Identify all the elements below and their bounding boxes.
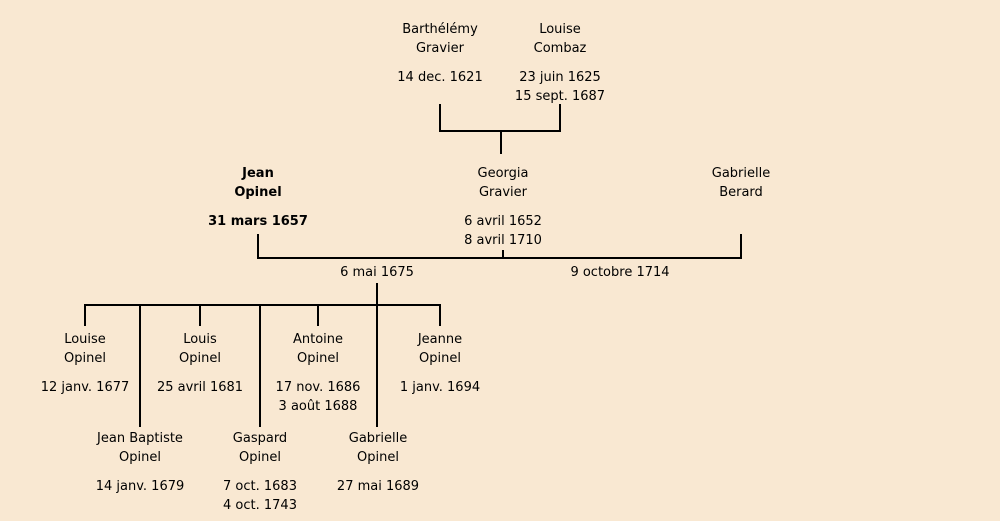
birth-date: 7 oct. 1683 (223, 479, 297, 494)
connector-drop-jeanne (439, 304, 441, 326)
person-antoine-opinel: Antoine Opinel 17 nov. 1686 3 août 1688 (276, 330, 361, 416)
connector-drop-jean-baptiste (139, 304, 141, 427)
given-name: Jeanne (417, 332, 463, 347)
person-barthelemy-gravier: Barthélémy Gravier 14 dec. 1621 (397, 20, 482, 87)
given-name: Antoine (292, 332, 344, 347)
birth-date: 14 dec. 1621 (397, 70, 483, 85)
given-name: Jean Baptiste (97, 431, 183, 446)
surname: Combaz (533, 41, 587, 56)
surname: Opinel (119, 450, 161, 465)
connector-top-couple-right (559, 104, 561, 132)
marriage-date-second: 9 octobre 1714 (570, 265, 670, 280)
given-name: Georgia (477, 166, 529, 181)
given-name: Jean (242, 166, 274, 181)
connector-jean-stub (257, 234, 259, 258)
surname: Opinel (239, 450, 281, 465)
person-georgia-gravier: Georgia Gravier 6 avril 1652 8 avril 171… (464, 164, 542, 250)
person-gaspard-opinel: Gaspard Opinel 7 oct. 1683 4 oct. 1743 (223, 429, 297, 515)
surname: Opinel (179, 351, 221, 366)
surname: Gravier (478, 185, 528, 200)
given-name: Gabrielle (348, 431, 408, 446)
death-date: 3 août 1688 (278, 399, 358, 414)
connector-top-couple-left (439, 104, 441, 132)
person-gabrielle-opinel: Gabrielle Opinel 27 mai 1689 (337, 429, 419, 496)
connector-drop-antoine (317, 304, 319, 326)
birth-date: 1 janv. 1694 (399, 380, 481, 395)
surname: Opinel (419, 351, 461, 366)
marriage-date-first: 6 mai 1675 (340, 265, 414, 280)
death-date: 15 sept. 1687 (514, 89, 606, 104)
surname: Berard (719, 185, 763, 200)
person-jean-baptiste-opinel: Jean Baptiste Opinel 14 janv. 1679 (96, 429, 185, 496)
surname: Opinel (357, 450, 399, 465)
connector-gabrielle-berard-stub (740, 234, 742, 258)
birth-date: 31 mars 1657 (208, 214, 308, 229)
person-jean-opinel: Jean Opinel 31 mars 1657 (208, 164, 308, 231)
connector-children-bar (84, 304, 441, 306)
surname: Gravier (415, 41, 465, 56)
given-name: Louise (539, 22, 581, 37)
connector-marriage-drop (376, 283, 378, 306)
connector-drop-louise (84, 304, 86, 326)
person-jeanne-opinel: Jeanne Opinel 1 janv. 1694 (400, 330, 480, 397)
given-name: Gabrielle (711, 166, 771, 181)
birth-date: 14 janv. 1679 (95, 479, 185, 494)
connector-drop-gaspard (259, 304, 261, 427)
connector-drop-gabrielle (376, 304, 378, 427)
birth-date: 6 avril 1652 (464, 214, 542, 229)
connector-top-couple-drop (500, 130, 502, 154)
birth-date: 27 mai 1689 (336, 479, 420, 494)
surname: Opinel (64, 351, 106, 366)
birth-date: 23 juin 1625 (519, 70, 601, 85)
connector-georgia-stub (502, 250, 504, 258)
birth-date: 25 avril 1681 (156, 380, 244, 395)
given-name: Gaspard (232, 431, 288, 446)
given-name: Louis (183, 332, 217, 347)
surname: Opinel (234, 185, 282, 200)
birth-date: 17 nov. 1686 (275, 380, 361, 395)
connector-drop-louis (199, 304, 201, 326)
person-gabrielle-berard: Gabrielle Berard (712, 164, 770, 202)
person-louise-opinel: Louise Opinel 12 janv. 1677 (41, 330, 130, 397)
given-name: Louise (64, 332, 106, 347)
given-name: Barthélémy (402, 22, 478, 37)
person-louise-combaz: Louise Combaz 23 juin 1625 15 sept. 1687 (515, 20, 605, 106)
person-louis-opinel: Louis Opinel 25 avril 1681 (157, 330, 243, 397)
surname: Opinel (297, 351, 339, 366)
birth-date: 12 janv. 1677 (40, 380, 130, 395)
death-date: 8 avril 1710 (464, 233, 542, 248)
connector-marriage-bar (257, 257, 742, 259)
death-date: 4 oct. 1743 (223, 498, 297, 513)
